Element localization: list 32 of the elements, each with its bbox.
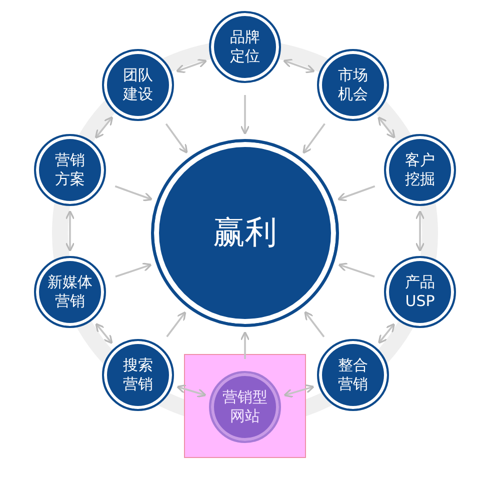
highlight-box	[184, 354, 306, 458]
circle-node: 整合营销	[317, 339, 389, 411]
arrow	[95, 322, 113, 344]
arrow	[304, 311, 325, 338]
circle-node: 营销方案	[34, 134, 106, 206]
arrow	[378, 323, 396, 344]
arrow	[176, 58, 208, 74]
arrow	[378, 116, 396, 139]
arrow	[176, 384, 207, 398]
arrow	[337, 185, 376, 202]
circle-node: 品牌定位	[209, 11, 281, 83]
circle-node: 赢利	[151, 139, 339, 327]
arrow	[338, 262, 375, 278]
arrow	[240, 95, 250, 135]
arrow	[415, 210, 425, 252]
circle-node: 搜索营销	[102, 339, 174, 411]
arrow	[240, 331, 250, 359]
arrow	[65, 210, 75, 252]
arrow	[115, 262, 152, 278]
arrow	[282, 58, 316, 74]
circle-node: 团队建设	[102, 49, 174, 121]
circle-node: 新媒体营销	[34, 256, 106, 328]
circle-node: 营销型网站	[209, 371, 281, 443]
arrow	[166, 311, 186, 338]
arrow	[114, 185, 153, 202]
circle-node: 市场机会	[317, 49, 389, 121]
arrow	[165, 123, 188, 154]
circle-node: 客户挖掘	[384, 134, 456, 206]
arrow	[94, 116, 114, 139]
arrow	[284, 384, 314, 398]
circle-node: 产品USP	[384, 256, 456, 328]
arrow	[302, 123, 326, 154]
